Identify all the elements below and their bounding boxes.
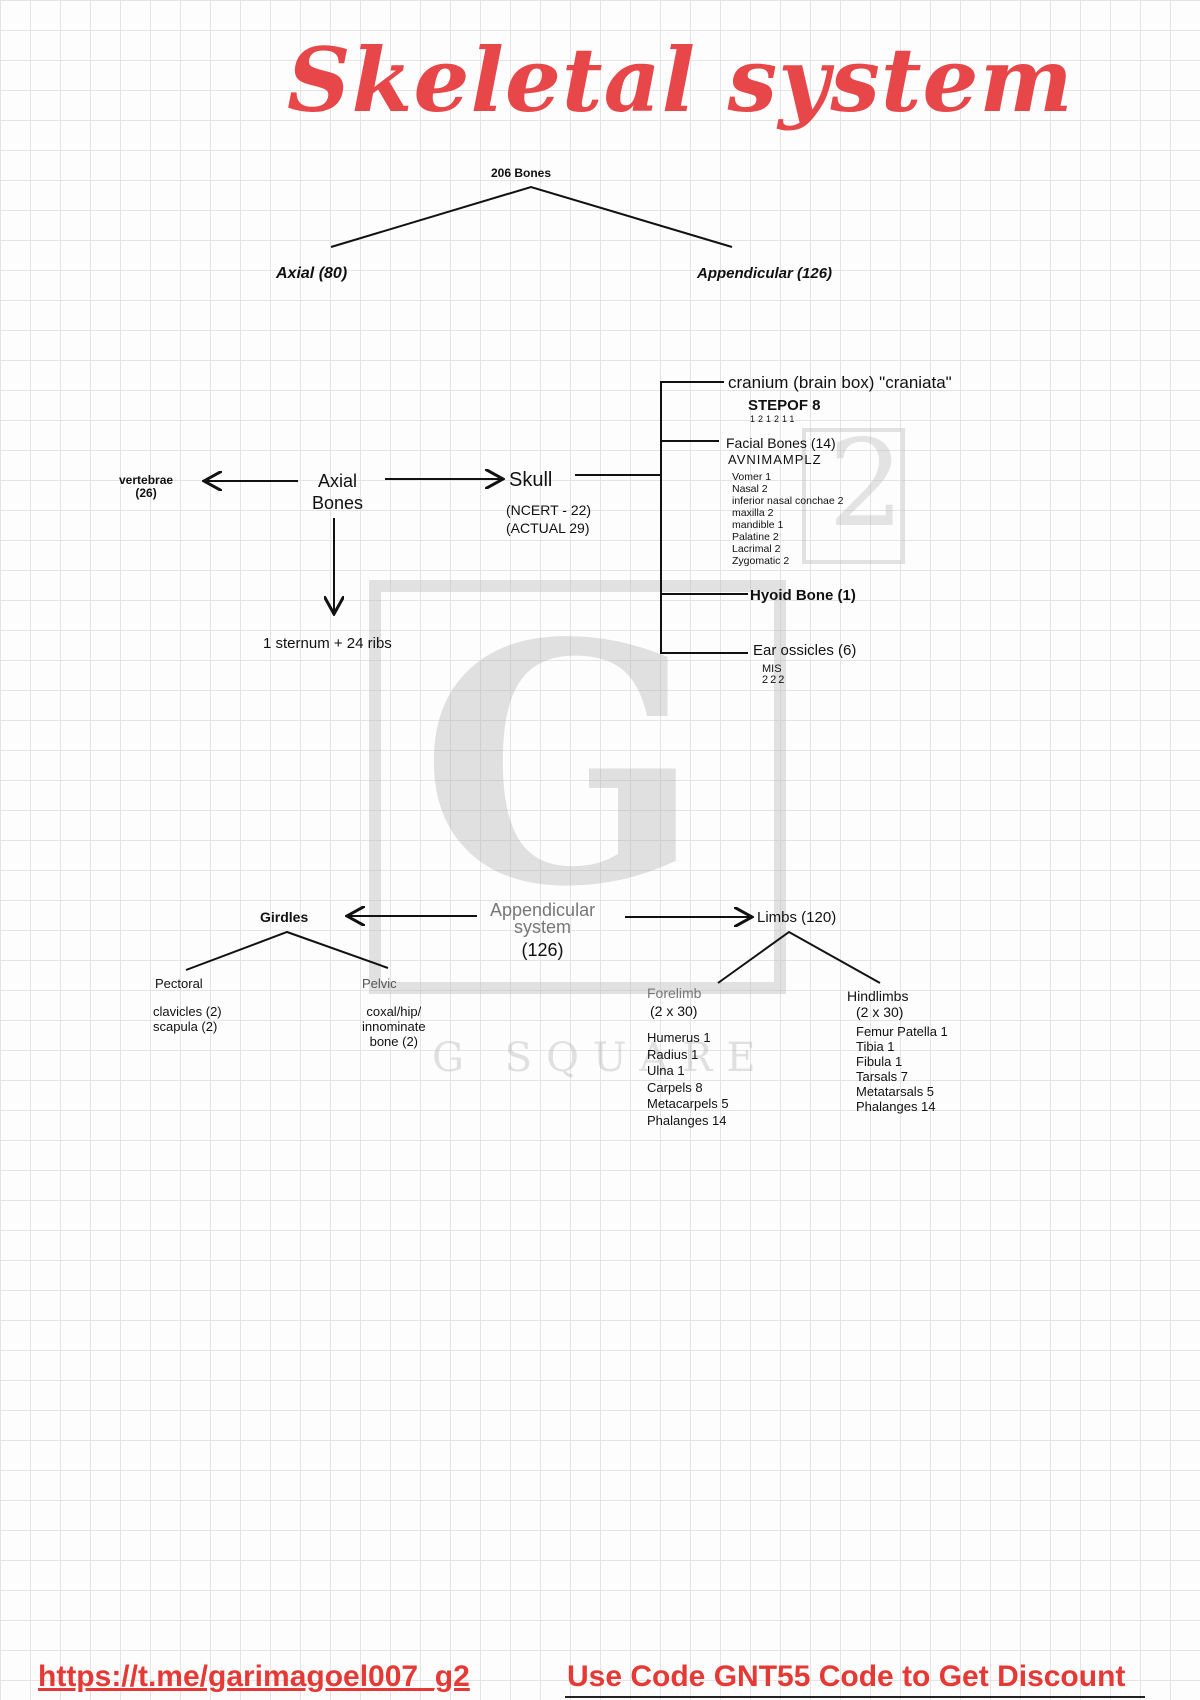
list-item: Tibia 1 [856,1039,895,1054]
list-item: Zygomatic 2 [732,555,790,567]
page-title: Skeletal system [287,28,1074,132]
list-item: Metatarsals 5 [856,1084,935,1099]
list-item: coxal/hip/ [366,1004,422,1019]
forelimb-list: Humerus 1 Radius 1 Ulna 1 Carpels 8 Meta… [647,1030,729,1129]
watermark-small-square [802,428,905,564]
girdles-branch [185,930,389,971]
limbs-branch [717,930,881,984]
pectoral-list: clavicles (2) scapula (2) [153,1004,222,1034]
facial-bones-list: Vomer 1 Nasal 2 inferior nasal conchae 2… [732,471,844,567]
cranium-mnemonic: STEPOF 8 [748,397,821,414]
vertebrae-label: vertebrae (26) [119,474,173,500]
skull-actual: (ACTUAL 29) [506,520,590,536]
list-item: Lacrimal 2 [732,543,781,555]
forelimb-count: (2 x 30) [650,1003,698,1019]
list-item: Fibula 1 [856,1054,903,1069]
forelimb-label: Forelimb [647,985,702,1001]
sternum-ribs: 1 sternum + 24 ribs [263,635,392,652]
watermark-logo: G [420,571,702,959]
watermark-text: G SQUARE [432,1035,770,1081]
cranium-label: cranium (brain box) "craniata" [728,373,952,392]
vertebrae-text: vertebrae [119,473,174,487]
hindlimbs-list: Femur Patella 1 Tibia 1 Fibula 1 Tarsals… [856,1024,948,1114]
watermark-square [369,580,786,994]
ear-ossicles-label: Ear ossicles (6) [753,642,857,659]
appendicular-total: (126) [521,940,564,960]
list-item: clavicles (2) [153,1004,222,1019]
facial-mnemonic: AVNIMAMPLZ [728,452,822,467]
list-item: Vomer 1 [732,471,772,483]
list-item: Carpels 8 [647,1079,703,1095]
list-item: bone (2) [369,1034,419,1049]
axial-line1: Axial [318,471,358,491]
appendicular-line1: Appendicular [490,900,596,920]
skull-label: Skull [509,469,553,491]
axial-bones-label: Axial Bones [312,470,363,514]
pelvic-list: coxal/hip/ innominate bone (2) [362,1004,426,1049]
facial-bones-label: Facial Bones (14) [726,435,836,451]
skull-bracket [660,381,748,654]
appendicular-count: Appendicular (126) [697,265,833,282]
ear-mnemonic: MIS [762,663,782,675]
list-item: mandible 1 [732,519,784,531]
list-item: Metacarpels 5 [647,1096,729,1111]
discount-code-text: Use Code GNT55 Code to Get Discount [567,1660,1126,1693]
list-item: Humerus 1 [647,1030,711,1045]
pectoral-label: Pectoral [155,976,203,991]
list-item: Nasal 2 [732,483,768,495]
list-item: Ulna 1 [647,1063,685,1078]
telegram-link[interactable]: https://t.me/garimagoel007_g2 [38,1660,470,1693]
axial-count: Axial (80) [276,265,348,282]
vertebrae-count: (26) [135,486,157,500]
list-item: Radius 1 [647,1046,699,1062]
skull-ncert: (NCERT - 22) [506,502,592,518]
ear-counts: 222 [762,674,787,686]
appendicular-line2: system [514,917,572,937]
pelvic-label: Pelvic [362,976,397,991]
list-item: innominate [362,1019,426,1034]
axial-line2: Bones [312,493,364,513]
appendicular-system-label: Appendicular system (126) [490,900,596,960]
hindlimbs-label: Hindlimbs [847,988,909,1004]
list-item: Phalanges 14 [647,1112,727,1128]
hyoid-label: Hyoid Bone (1) [750,587,856,604]
root-branch [330,185,733,248]
list-item: Femur Patella 1 [856,1024,948,1039]
watermark-logo-superscript: 2 [828,415,905,554]
list-item: Tarsals 7 [856,1069,909,1084]
list-item: maxilla 2 [732,507,774,519]
girdles-label: Girdles [260,909,309,925]
footer-divider [565,1696,1145,1698]
list-item: Palatine 2 [732,531,779,543]
cranium-counts: 121211 [750,414,798,424]
list-item: scapula (2) [153,1019,218,1034]
list-item: inferior nasal conchae 2 [732,495,844,507]
limbs-label: Limbs (120) [757,909,837,926]
root-label: 206 Bones [491,166,552,180]
hindlimbs-count: (2 x 30) [856,1004,904,1020]
list-item: Phalanges 14 [856,1099,936,1114]
